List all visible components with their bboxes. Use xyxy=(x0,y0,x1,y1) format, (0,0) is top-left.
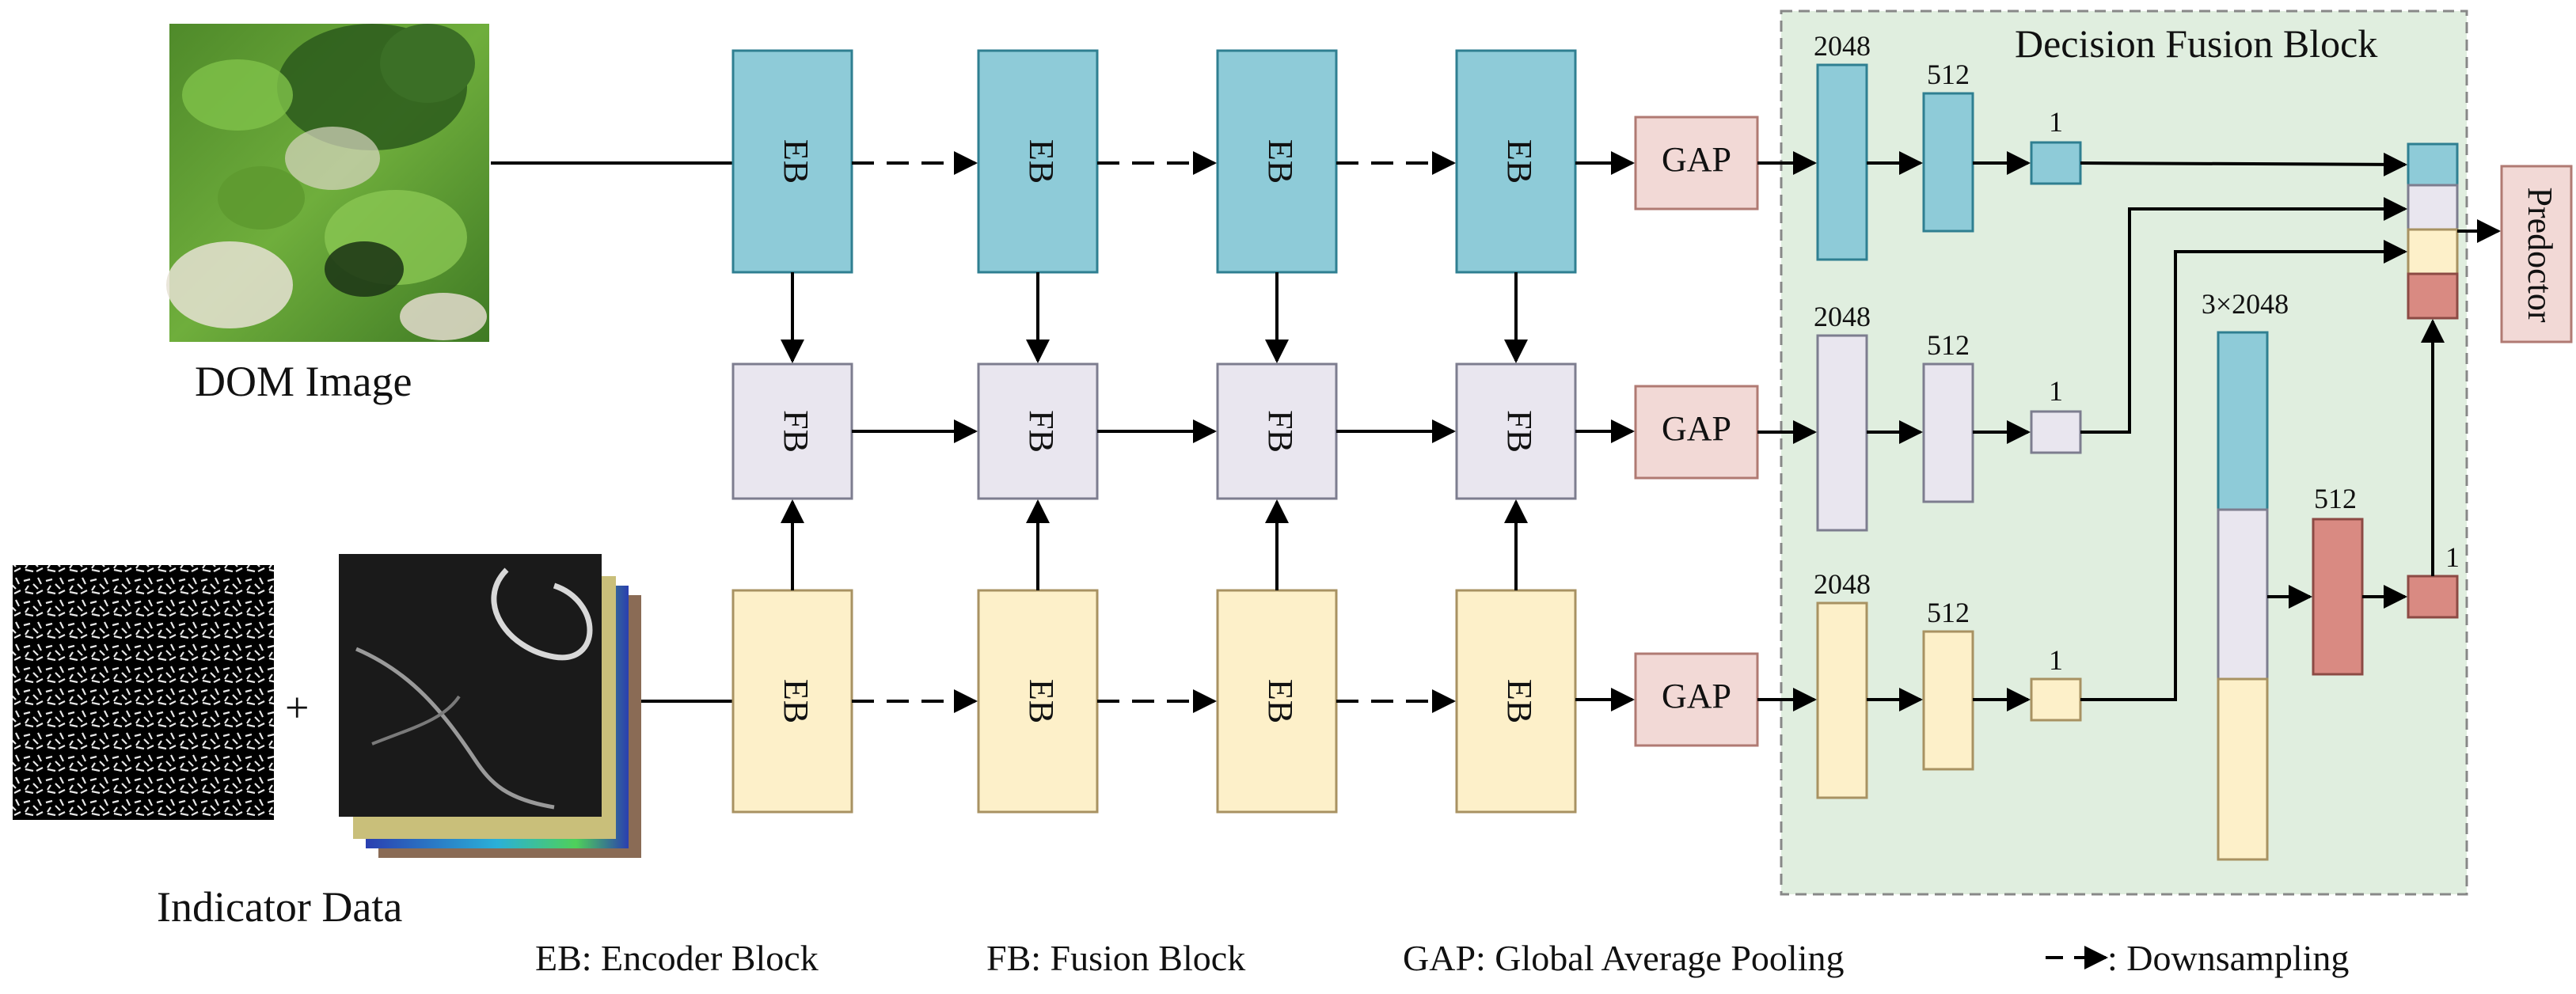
bottom-encoder-label-3: EB xyxy=(1261,679,1300,723)
dim-512-concat: 512 xyxy=(2314,483,2357,514)
edge-indicator-image xyxy=(13,565,274,820)
top-encoder-block-2 xyxy=(977,49,1099,274)
dom-image-caption: DOM Image xyxy=(195,358,412,405)
dim-512-middle: 512 xyxy=(1927,329,1970,361)
predictor-block xyxy=(2500,165,2573,343)
gap-label-top: GAP xyxy=(1662,140,1731,179)
indicator-data-caption: Indicator Data xyxy=(157,883,402,931)
dim-512-bottom: 512 xyxy=(1927,597,1970,628)
concat-512-vector xyxy=(2312,518,2364,676)
bottom-encoder-label-4: EB xyxy=(1500,679,1539,723)
dimension-labels: 2048 512 1 2048 512 1 2048 512 1 3×2048 … xyxy=(1814,30,2460,676)
dim-512-top: 512 xyxy=(1927,59,1970,90)
legend: EB: Encoder Block FB: Fusion Block GAP: … xyxy=(535,938,2349,978)
concat-vector xyxy=(2217,331,2269,861)
gap-block-top xyxy=(1634,116,1759,211)
legend-eb: EB: Encoder Block xyxy=(535,938,819,978)
decision-fusion-title: Decision Fusion Block xyxy=(2015,21,2377,66)
gap-block-middle xyxy=(1634,385,1759,480)
fusion-label-4: FB xyxy=(1500,410,1539,453)
dim-2048-middle: 2048 xyxy=(1814,301,1871,332)
bottom-encoder-block-4 xyxy=(1455,589,1577,814)
gap-label-middle: GAP xyxy=(1662,409,1731,448)
top-encoder-label-1: EB xyxy=(777,139,815,184)
feature-vectors-bottom xyxy=(1816,601,2082,799)
middle-fusion-row: FB FB FB FB xyxy=(731,362,1577,500)
concat-1-vector xyxy=(2407,575,2459,619)
dim-1-top: 1 xyxy=(2049,106,2063,138)
to-gap-arrows xyxy=(1575,151,1635,711)
score-routing-lines xyxy=(2080,152,2407,701)
top-encoder-label-3: EB xyxy=(1261,139,1300,184)
fusion-label-2: FB xyxy=(1022,410,1061,453)
feature-vectors-middle xyxy=(1816,334,2082,532)
concat-arrows xyxy=(2267,319,2445,609)
fusion-block-3 xyxy=(1216,362,1338,500)
gap-blocks: GAP GAP GAP xyxy=(1634,116,1759,747)
fusion-block-4 xyxy=(1455,362,1577,500)
top-encoder-block-4 xyxy=(1455,49,1577,274)
dim-1-middle: 1 xyxy=(2049,375,2063,407)
gap-block-bottom xyxy=(1634,652,1759,747)
dim-1-bottom: 1 xyxy=(2049,644,2063,676)
fusion-block-2 xyxy=(977,362,1099,500)
dim-1-concat: 1 xyxy=(2445,541,2460,573)
top-encoder-row: EB EB EB EB xyxy=(731,49,1577,274)
gap-label-bottom: GAP xyxy=(1662,677,1731,715)
downsampling-arrows xyxy=(852,151,1456,713)
legend-fb: FB: Fusion Block xyxy=(986,938,1245,978)
dom-image xyxy=(166,24,489,342)
predictor-label: Predoctor xyxy=(2521,187,2559,322)
bottom-encoder-label-1: EB xyxy=(777,679,815,723)
fusion-block-1 xyxy=(731,362,853,500)
dim-concat: 3×2048 xyxy=(2202,288,2289,320)
bottom-encoder-block-3 xyxy=(1216,589,1338,814)
legend-gap: GAP: Global Average Pooling xyxy=(1403,938,1844,978)
fusion-internal-arrows xyxy=(1757,151,2031,711)
fusion-label-3: FB xyxy=(1261,410,1300,453)
score-stack xyxy=(2407,142,2459,320)
dim-2048-bottom: 2048 xyxy=(1814,568,1871,600)
bottom-encoder-row: EB EB EB EB xyxy=(731,589,1577,814)
top-encoder-label-4: EB xyxy=(1500,139,1539,184)
legend-down: : Downsampling xyxy=(2107,938,2349,978)
bottom-encoder-label-2: EB xyxy=(1022,679,1061,723)
dim-2048-top: 2048 xyxy=(1814,30,1871,62)
bottom-encoder-block-1 xyxy=(731,589,853,814)
vertical-arrows xyxy=(781,272,1528,590)
indicator-image-stack xyxy=(339,554,641,858)
decision-fusion-block xyxy=(1780,9,2468,896)
plus-sign: + xyxy=(285,684,309,731)
fusion-label-1: FB xyxy=(777,410,815,453)
top-encoder-label-2: EB xyxy=(1022,139,1061,184)
